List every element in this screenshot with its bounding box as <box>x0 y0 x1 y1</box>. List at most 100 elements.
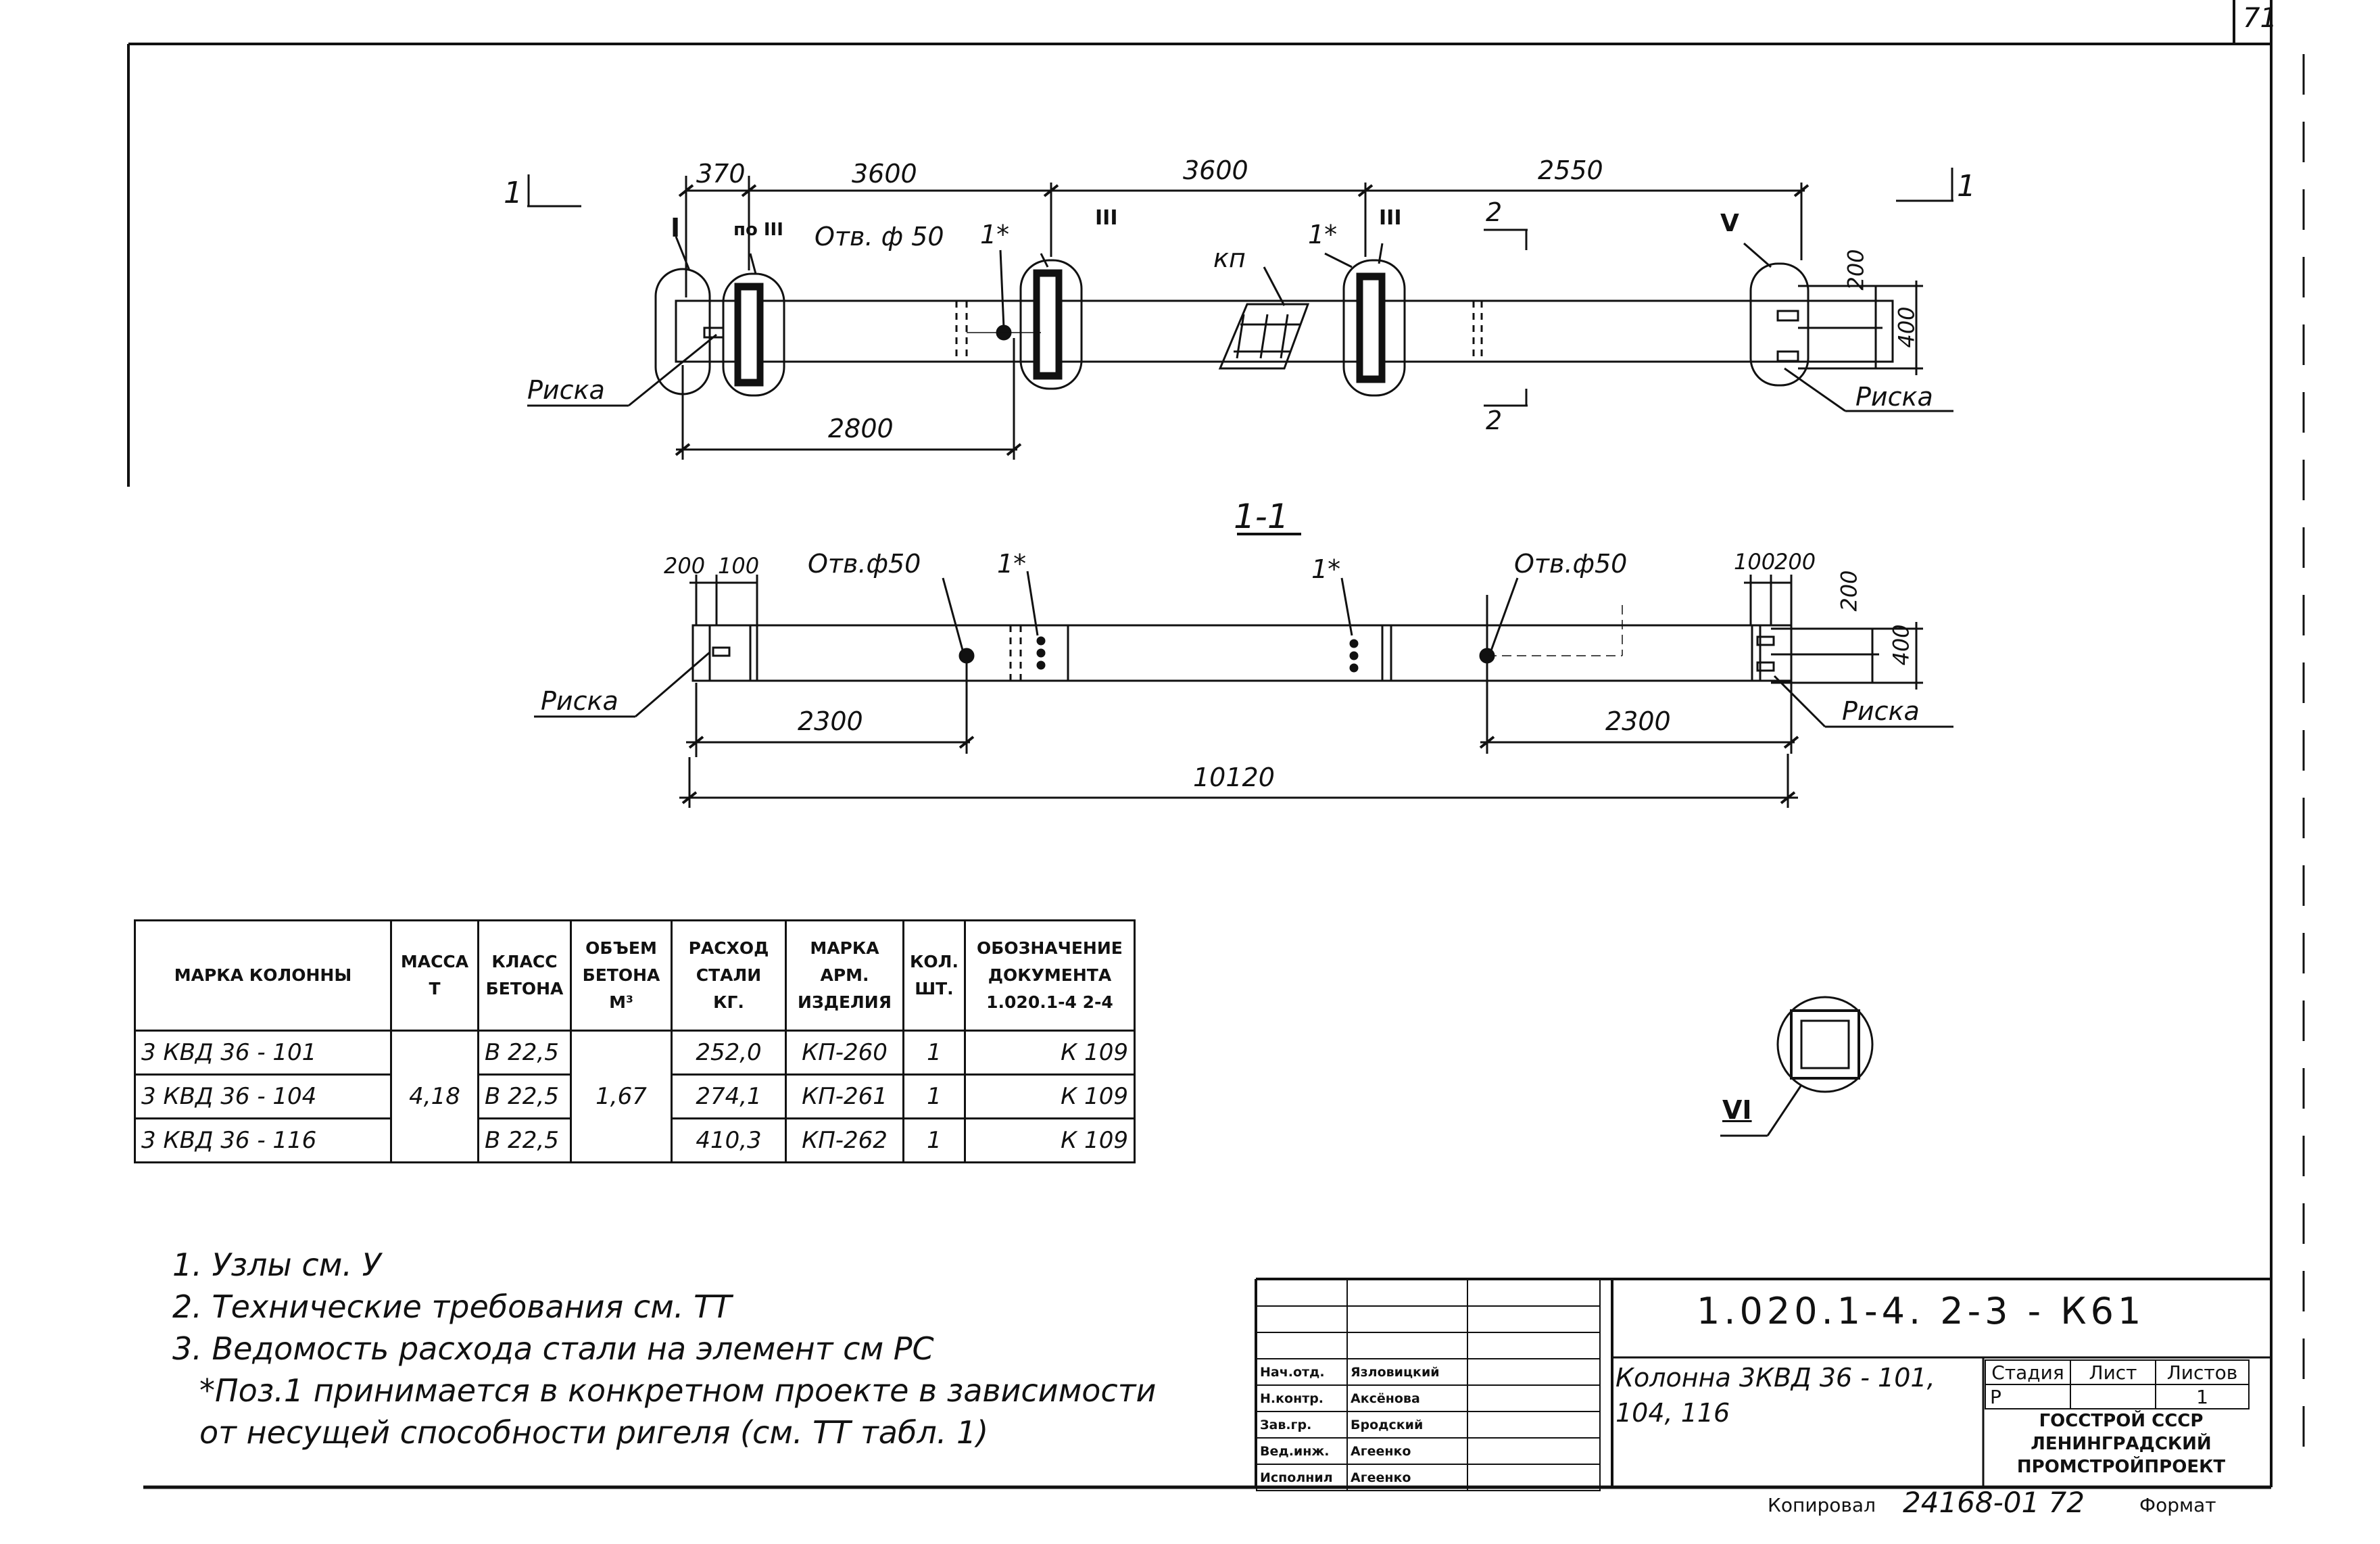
cell-steel: 274,1 <box>671 1073 787 1119</box>
section-view <box>534 533 1953 808</box>
section-mark-2-top: 2 <box>1486 197 1503 227</box>
dim-sec-2300-left: 2300 <box>798 706 863 736</box>
dim-sec-200-side: 200 <box>1836 570 1862 612</box>
note-line: от несущей способности ригеля (см. ТТ та… <box>199 1414 989 1451</box>
section-title: 1-1 <box>1234 497 1289 536</box>
kp-label: кп <box>1213 243 1246 273</box>
cell-concrete: В 22,5 <box>477 1073 572 1119</box>
header-doc: ОБОЗНАЧЕНИЕ ДОКУМЕНТА 1.020.1-4 2-4 <box>963 919 1136 1032</box>
dim-total-length: 10120 <box>1193 763 1275 792</box>
cell-doc: К 109 <box>963 1117 1136 1163</box>
plan-view <box>527 168 1953 460</box>
drawing-title: Колонна 3КВД 36 - 101, 104, 116 <box>1616 1363 1935 1428</box>
dim-2550: 2550 <box>1538 155 1603 185</box>
cell-qty: 1 <box>902 1073 966 1119</box>
hole-label-plan: Отв. ф 50 <box>815 222 944 251</box>
sheets-header: Листов <box>2155 1359 2250 1385</box>
copied-label: Копировал <box>1768 1494 1876 1516</box>
org-line: ГОССТРОЙ СССР <box>2039 1411 2204 1431</box>
signature-table: Нач.отд.Язловицкий Н.контр.Аксёнова Зав.… <box>1256 1279 1601 1491</box>
cell-steel: 410,3 <box>671 1117 787 1163</box>
sig-name: Аксёнова <box>1346 1384 1468 1412</box>
stage-header: Стадия <box>1985 1359 2071 1385</box>
sig-role: Нач.отд. <box>1256 1358 1348 1386</box>
cell-volume: 1,67 <box>570 1030 673 1163</box>
sig-name: Бродский <box>1346 1411 1468 1439</box>
note-line: *Поз.1 принимается в конкретном проекте … <box>199 1372 1157 1409</box>
table-row: 3 КВД 36 - 101 4,18 В 22,5 1,67 252,0 КП… <box>134 1030 1136 1163</box>
sig-name: Агеенко <box>1346 1464 1468 1491</box>
sig-name: Язловицкий <box>1346 1358 1468 1386</box>
sheets-value: 1 <box>2155 1384 2250 1409</box>
section-mark-2-bottom: 2 <box>1486 406 1503 435</box>
header-qty: КОЛ. ШТ. <box>902 919 966 1032</box>
document-code: 1.020.1-4. 2-3 - К61 <box>1697 1290 2145 1332</box>
dim-3600-b: 3600 <box>1183 155 1248 185</box>
sig-role: Вед.инж. <box>1256 1437 1348 1465</box>
sig-name: Агеенко <box>1346 1437 1468 1465</box>
cell-arm: КП-260 <box>785 1030 904 1076</box>
header-steel: РАСХОД СТАЛИ КГ. <box>671 919 787 1032</box>
table-row: 3 КВД 36 - 104 В 22,5 274,1 КП-261 1 К 1… <box>134 1073 1136 1119</box>
sig-role: Зав.гр. <box>1256 1411 1348 1439</box>
header-mass: МАССА Т <box>390 919 479 1032</box>
dim-sec-100-right: 100 <box>1734 549 1776 575</box>
org-line: ЛЕНИНГРАДСКИЙ <box>2031 1434 2212 1454</box>
detail-vi <box>1720 996 1874 1137</box>
cell-steel: 252,0 <box>671 1030 787 1076</box>
dim-2800: 2800 <box>828 414 894 443</box>
pos-label-sec-a: 1* <box>997 549 1027 579</box>
cell-mark: 3 КВД 36 - 101 <box>134 1030 392 1076</box>
cell-doc: К 109 <box>963 1030 1136 1076</box>
pos-label-plan-b: 1* <box>1308 220 1338 249</box>
section-mark-1-left: 1 <box>504 176 523 210</box>
format-label: Формат <box>2139 1494 2216 1516</box>
cell-mark: 3 КВД 36 - 116 <box>134 1117 392 1163</box>
cell-concrete: В 22,5 <box>477 1117 572 1163</box>
cell-concrete: В 22,5 <box>477 1030 572 1076</box>
stage-table: Стадия Лист Листов Р 1 <box>1985 1359 2250 1409</box>
dim-3600-a: 3600 <box>852 159 917 189</box>
dim-sec-200-left: 200 <box>664 553 706 579</box>
dim-sec-2300-right: 2300 <box>1605 706 1671 736</box>
sig-role: Н.контр. <box>1256 1384 1348 1412</box>
stage-value: Р <box>1985 1384 2071 1409</box>
hole-label-sec-left: Отв.ф50 <box>808 549 921 579</box>
risk-label-sec-right: Риска <box>1842 696 1920 726</box>
risk-label-plan-left: Риска <box>527 375 605 405</box>
spec-header-row: МАРКА КОЛОННЫ МАССА Т КЛАСС БЕТОНА ОБЪЕМ… <box>134 919 1136 1032</box>
header-mark: МАРКА КОЛОННЫ <box>134 919 392 1032</box>
cell-arm: КП-261 <box>785 1073 904 1119</box>
pos-label-sec-b: 1* <box>1311 554 1341 584</box>
pos-label-plan-a: 1* <box>980 220 1010 249</box>
section-mark-1-right: 1 <box>1957 169 1976 203</box>
note-line: 2. Технические требования см. ТТ <box>172 1288 732 1325</box>
node-label-v: V <box>1720 210 1739 237</box>
sheet-value <box>2070 1384 2156 1409</box>
note-line: 1. Узлы см. У <box>172 1247 381 1283</box>
dim-plan-200: 200 <box>1843 249 1869 291</box>
cell-doc: К 109 <box>963 1073 1136 1119</box>
dim-sec-200-right: 200 <box>1774 549 1816 575</box>
node-label-iii-b: III <box>1379 206 1402 230</box>
sig-role: Исполнил <box>1256 1464 1348 1491</box>
table-row: 3 КВД 36 - 116 В 22,5 410,3 КП-262 1 К 1… <box>134 1117 1136 1163</box>
copied-number: 24168-01 72 <box>1903 1486 2085 1519</box>
header-volume: ОБЪЕМ БЕТОНА М³ <box>570 919 673 1032</box>
signature-row: Нач.отд.Язловицкий <box>1256 1358 1601 1386</box>
spec-table: МАРКА КОЛОННЫ МАССА Т КЛАСС БЕТОНА ОБЪЕМ… <box>134 919 1136 1163</box>
node-label-po-iii: по III <box>733 220 783 240</box>
cell-mass: 4,18 <box>390 1030 479 1163</box>
cell-mark: 3 КВД 36 - 104 <box>134 1073 392 1119</box>
dim-sec-400-side: 400 <box>1888 624 1914 666</box>
signature-row: Зав.гр.Бродский <box>1256 1411 1601 1439</box>
cell-qty: 1 <box>902 1030 966 1076</box>
dim-sec-100-left: 100 <box>718 553 760 579</box>
hole-label-sec-right: Отв.ф50 <box>1514 549 1628 579</box>
cell-arm: КП-262 <box>785 1117 904 1163</box>
sheet-number: 71 <box>2243 3 2277 34</box>
dim-370: 370 <box>696 159 746 189</box>
node-label-i: I <box>671 213 681 243</box>
